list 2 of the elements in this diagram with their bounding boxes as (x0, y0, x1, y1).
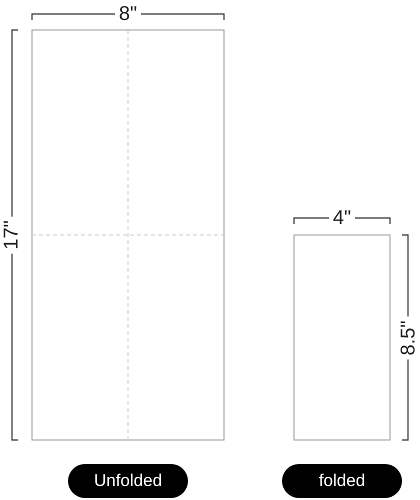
label-pill: folded (282, 464, 402, 498)
label-pill: Unfolded (68, 464, 188, 498)
